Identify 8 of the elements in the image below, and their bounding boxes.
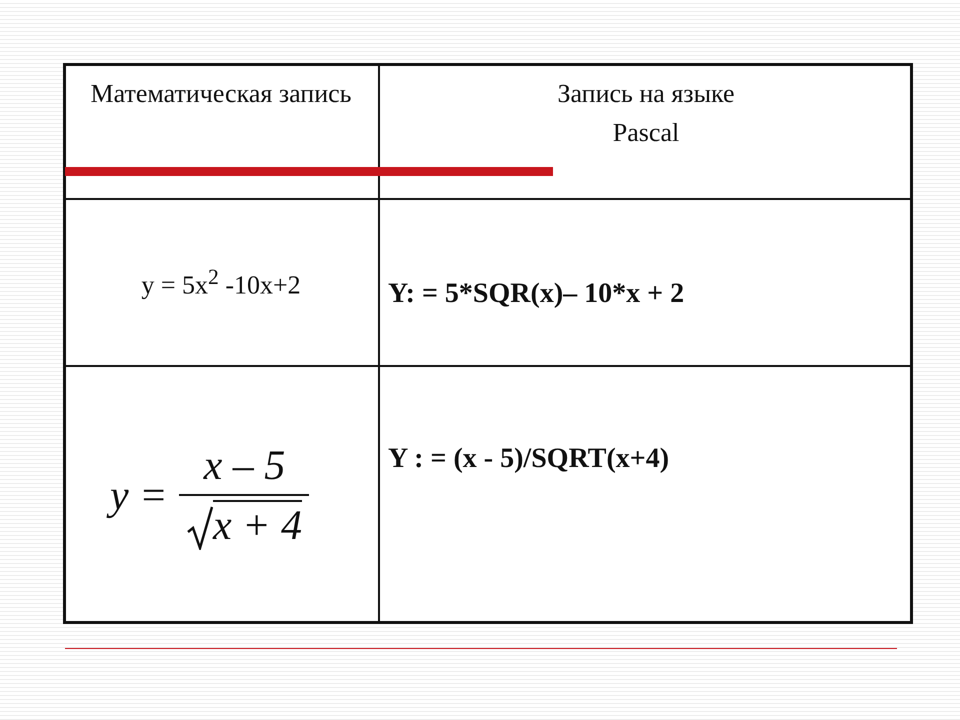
denominator: x + 4 [212, 500, 302, 550]
numerator: x – 5 [204, 442, 286, 490]
code-expression: Y: = 5*SQR(x)– 10*x + 2 [388, 277, 684, 311]
math-formula: y = 5x$^{2}$ -10x+2 [141, 264, 301, 302]
column-header: Математическая запись [90, 78, 352, 110]
column-header: Pascal [612, 116, 680, 148]
column-header: Запись на языке [557, 78, 735, 110]
code-expression: Y : = (x - 5)/SQRT(x+4) [388, 442, 670, 476]
